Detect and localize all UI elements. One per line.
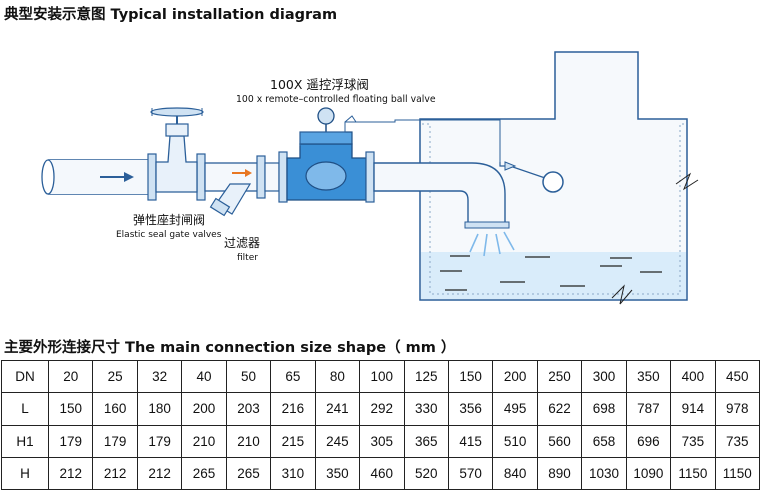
table-cell: 735: [670, 424, 716, 458]
table-cell: 560: [536, 424, 583, 458]
gate-valve-label-cn: 弹性座封闸阀: [133, 212, 205, 227]
table-cell: 216: [270, 392, 316, 426]
table-cell: 622: [536, 392, 583, 426]
float-valve-label-cn: 100X 遥控浮球阀: [270, 77, 369, 92]
table-cell: 658: [581, 424, 627, 458]
table-row: L 150 160 180 200 203 216 241 292 330 35…: [1, 392, 761, 426]
table-cell: 241: [314, 392, 361, 426]
row-label: DN: [1, 359, 49, 394]
table-row: H1 179 179 179 210 210 215 245 305 365 4…: [1, 424, 761, 458]
table-cell: 356: [447, 392, 494, 426]
table-cell: 180: [136, 392, 183, 426]
table-cell: 890: [536, 456, 583, 491]
table-cell: 80: [314, 359, 361, 394]
table-cell: 978: [714, 392, 761, 426]
table-cell: 200: [492, 359, 538, 394]
filter-label-cn: 过滤器: [224, 236, 260, 250]
table-cell: 310: [270, 456, 316, 491]
table-cell: 265: [225, 456, 272, 491]
table-cell: 696: [625, 424, 672, 458]
table-cell: 210: [225, 424, 272, 458]
inlet-pipe: [41, 159, 150, 195]
gate-valve: [147, 107, 206, 201]
table-cell: 1150: [714, 456, 761, 491]
diagram-heading: 典型安装示意图 Typical installation diagram: [4, 7, 338, 23]
table-cell: 179: [136, 424, 183, 458]
table-cell: 292: [359, 392, 405, 426]
table-cell: 50: [225, 359, 272, 394]
gate-valve-label-en: Elastic seal gate valves: [116, 230, 222, 240]
table-cell: 160: [92, 392, 138, 426]
outlet-pipe: [373, 162, 515, 257]
table-cell: 735: [714, 424, 761, 458]
table-row: DN 20 25 32 40 50 65 80 100 125 150 200 …: [1, 359, 761, 394]
table-cell: 150: [47, 392, 94, 426]
table-cell: 510: [492, 424, 538, 458]
table-cell: 495: [492, 392, 538, 426]
table-cell: 570: [447, 456, 494, 491]
table-cell: 250: [536, 359, 583, 394]
table-cell: 460: [359, 456, 405, 491]
table-cell: 212: [92, 456, 138, 491]
table-cell: 840: [492, 456, 538, 491]
row-label: H1: [1, 424, 49, 458]
table-cell: 265: [181, 456, 227, 491]
table-cell: 400: [670, 359, 716, 394]
table-cell: 350: [625, 359, 672, 394]
table-cell: 300: [581, 359, 627, 394]
table-cell: 203: [225, 392, 272, 426]
table-cell: 40: [181, 359, 227, 394]
filter: [204, 155, 266, 217]
row-label: L: [1, 392, 49, 426]
table-cell: 365: [403, 424, 449, 458]
table-cell: 1030: [581, 456, 627, 491]
table-cell: 1150: [670, 456, 716, 491]
table-cell: 215: [270, 424, 316, 458]
table-cell: 150: [447, 359, 494, 394]
table-cell: 212: [136, 456, 183, 491]
table-cell: 20: [47, 359, 94, 394]
table-cell: 212: [47, 456, 94, 491]
table-cell: 65: [270, 359, 316, 394]
table-cell: 350: [314, 456, 361, 491]
table-cell: 787: [625, 392, 672, 426]
float-valve: [264, 107, 501, 203]
table-cell: 330: [403, 392, 449, 426]
table-cell: 914: [670, 392, 716, 426]
table-cell: 125: [403, 359, 449, 394]
table-cell: 32: [136, 359, 183, 394]
installation-diagram: 100X 遥控浮球阀 100 x remote–controlled float…: [41, 51, 699, 305]
table-cell: 305: [359, 424, 405, 458]
size-table: DN 20 25 32 40 50 65 80 100 125 150 200 …: [1, 359, 761, 491]
table-cell: 100: [359, 359, 405, 394]
size-table-heading: 主要外形连接尺寸 The main connection size shape（…: [4, 340, 456, 356]
table-cell: 415: [447, 424, 494, 458]
table-cell: 179: [92, 424, 138, 458]
table-cell: 210: [181, 424, 227, 458]
table-cell: 450: [714, 359, 761, 394]
table-cell: 179: [47, 424, 94, 458]
table-cell: 245: [314, 424, 361, 458]
table-row: H 212 212 212 265 265 310 350 460 520 57…: [1, 456, 761, 491]
table-cell: 200: [181, 392, 227, 426]
float-valve-label-en: 100 x remote–controlled floating ball va…: [236, 94, 436, 105]
table-cell: 520: [403, 456, 449, 491]
table-cell: 698: [581, 392, 627, 426]
filter-label-en: filter: [237, 253, 258, 263]
table-cell: 25: [92, 359, 138, 394]
table-cell: 1090: [625, 456, 672, 491]
float-ball: [499, 161, 564, 193]
row-label: H: [1, 456, 49, 491]
